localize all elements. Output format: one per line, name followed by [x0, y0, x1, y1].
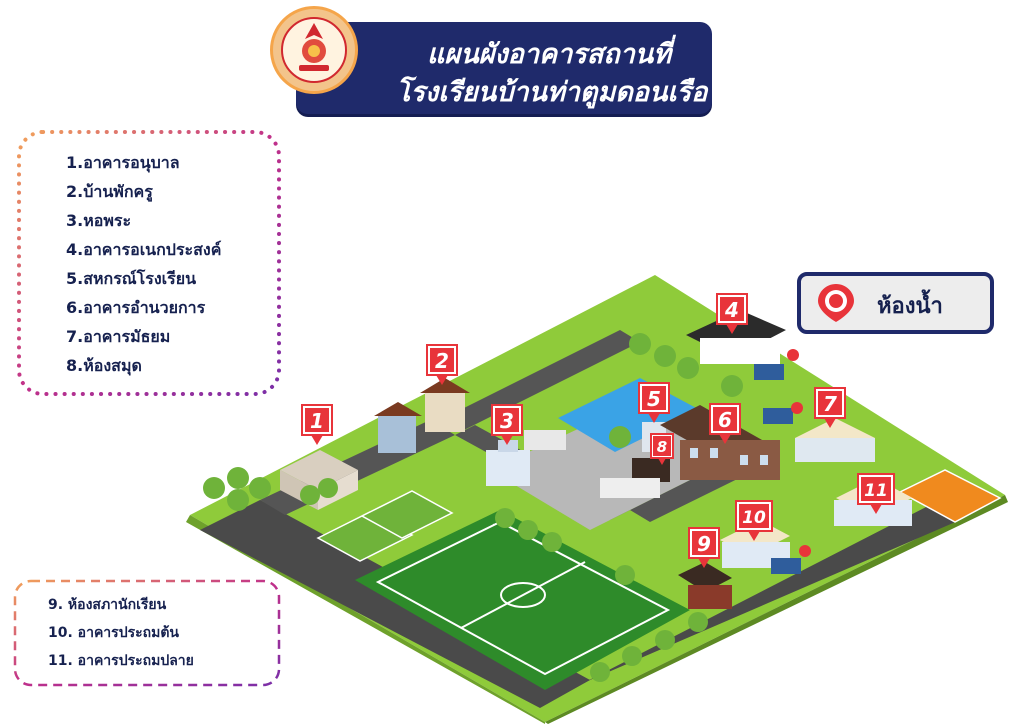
marker-number: 5 [647, 387, 661, 411]
marker-number: 11 [864, 481, 888, 501]
marker-number: 9 [697, 532, 711, 556]
marker-11: 11 [857, 473, 895, 514]
title-line-1: แผนผังอาคารสถานที่ [426, 39, 672, 70]
marker-number: 4 [724, 298, 739, 322]
legend-item: 2.บ้านพักครู [66, 182, 153, 201]
basketball-court [898, 469, 1002, 523]
restroom-block [763, 408, 793, 424]
restroom-pin-icon [799, 545, 811, 557]
legend-item: 4.อาคารอเนกประสงค์ [66, 240, 222, 259]
school-seal-logo [270, 6, 358, 94]
location-pin-icon [818, 284, 854, 322]
marker-number: 8 [657, 438, 667, 456]
legend-item: 10. อาคารประถมต้น [48, 625, 179, 641]
title-banner: แผนผังอาคารสถานที่ โรงเรียนบ้านท่าตูมดอน… [296, 22, 712, 114]
marker-number: 7 [823, 392, 837, 416]
marker-number: 1 [310, 409, 324, 433]
marker-6: 6 [709, 403, 741, 444]
legend-border [17, 130, 281, 396]
legend-item: 6.อาคารอำนวยการ [66, 298, 206, 317]
legend-item: 8.ห้องสมุด [66, 356, 142, 375]
marker-9: 9 [688, 527, 720, 568]
building-legend: 1.อาคารอนุบาล 2.บ้านพักครู 3.หอพระ 4.อาค… [66, 151, 266, 391]
legend-item: 7.อาคารมัธยม [66, 327, 171, 346]
legend-extra-border [13, 579, 281, 687]
marker-2: 2 [426, 344, 458, 385]
multipurpose-hall [686, 310, 786, 364]
secondary-building [795, 418, 875, 462]
marker-5: 5 [638, 382, 670, 423]
marker-number: 3 [500, 409, 514, 433]
legend-item: 3.หอพระ [66, 211, 132, 230]
student-council-room [678, 562, 732, 609]
marker-1: 1 [301, 404, 333, 445]
restroom-pin-icon [787, 349, 799, 361]
marker-3: 3 [491, 404, 523, 445]
legend-item: 1.อาคารอนุบาล [66, 153, 180, 172]
tennis-court [360, 490, 454, 539]
restroom-label: ห้องน้ำ [877, 294, 943, 319]
admin-building [660, 405, 780, 480]
building-legend-extra: 9. ห้องสภานักเรียน 10. อาคารประถมต้น 11.… [48, 594, 273, 678]
title-line-2: โรงเรียนบ้านท่าตูมดอนเรือ [396, 77, 708, 108]
football-field [355, 510, 690, 690]
restroom-legend: ห้องน้ำ [797, 272, 994, 334]
marker-7: 7 [814, 387, 846, 428]
legend-item: 9. ห้องสภานักเรียน [48, 597, 167, 613]
restroom-block [754, 364, 784, 380]
marker-8: 8 [650, 433, 674, 465]
teacher-house [374, 378, 470, 453]
marker-number: 2 [435, 349, 449, 373]
legend-item: 11. อาคารประถมปลาย [48, 653, 194, 669]
trees [203, 333, 743, 682]
marker-number: 10 [742, 508, 766, 528]
restroom-pin-icon [791, 402, 803, 414]
shrine-building [486, 430, 566, 486]
marker-10: 10 [735, 500, 773, 541]
marker-4: 4 [716, 293, 748, 334]
legend-item: 5.สหกรณ์โรงเรียน [66, 269, 197, 288]
restroom-block [771, 558, 801, 574]
seal-emblem-icon [281, 17, 347, 83]
marker-number: 6 [718, 408, 732, 432]
